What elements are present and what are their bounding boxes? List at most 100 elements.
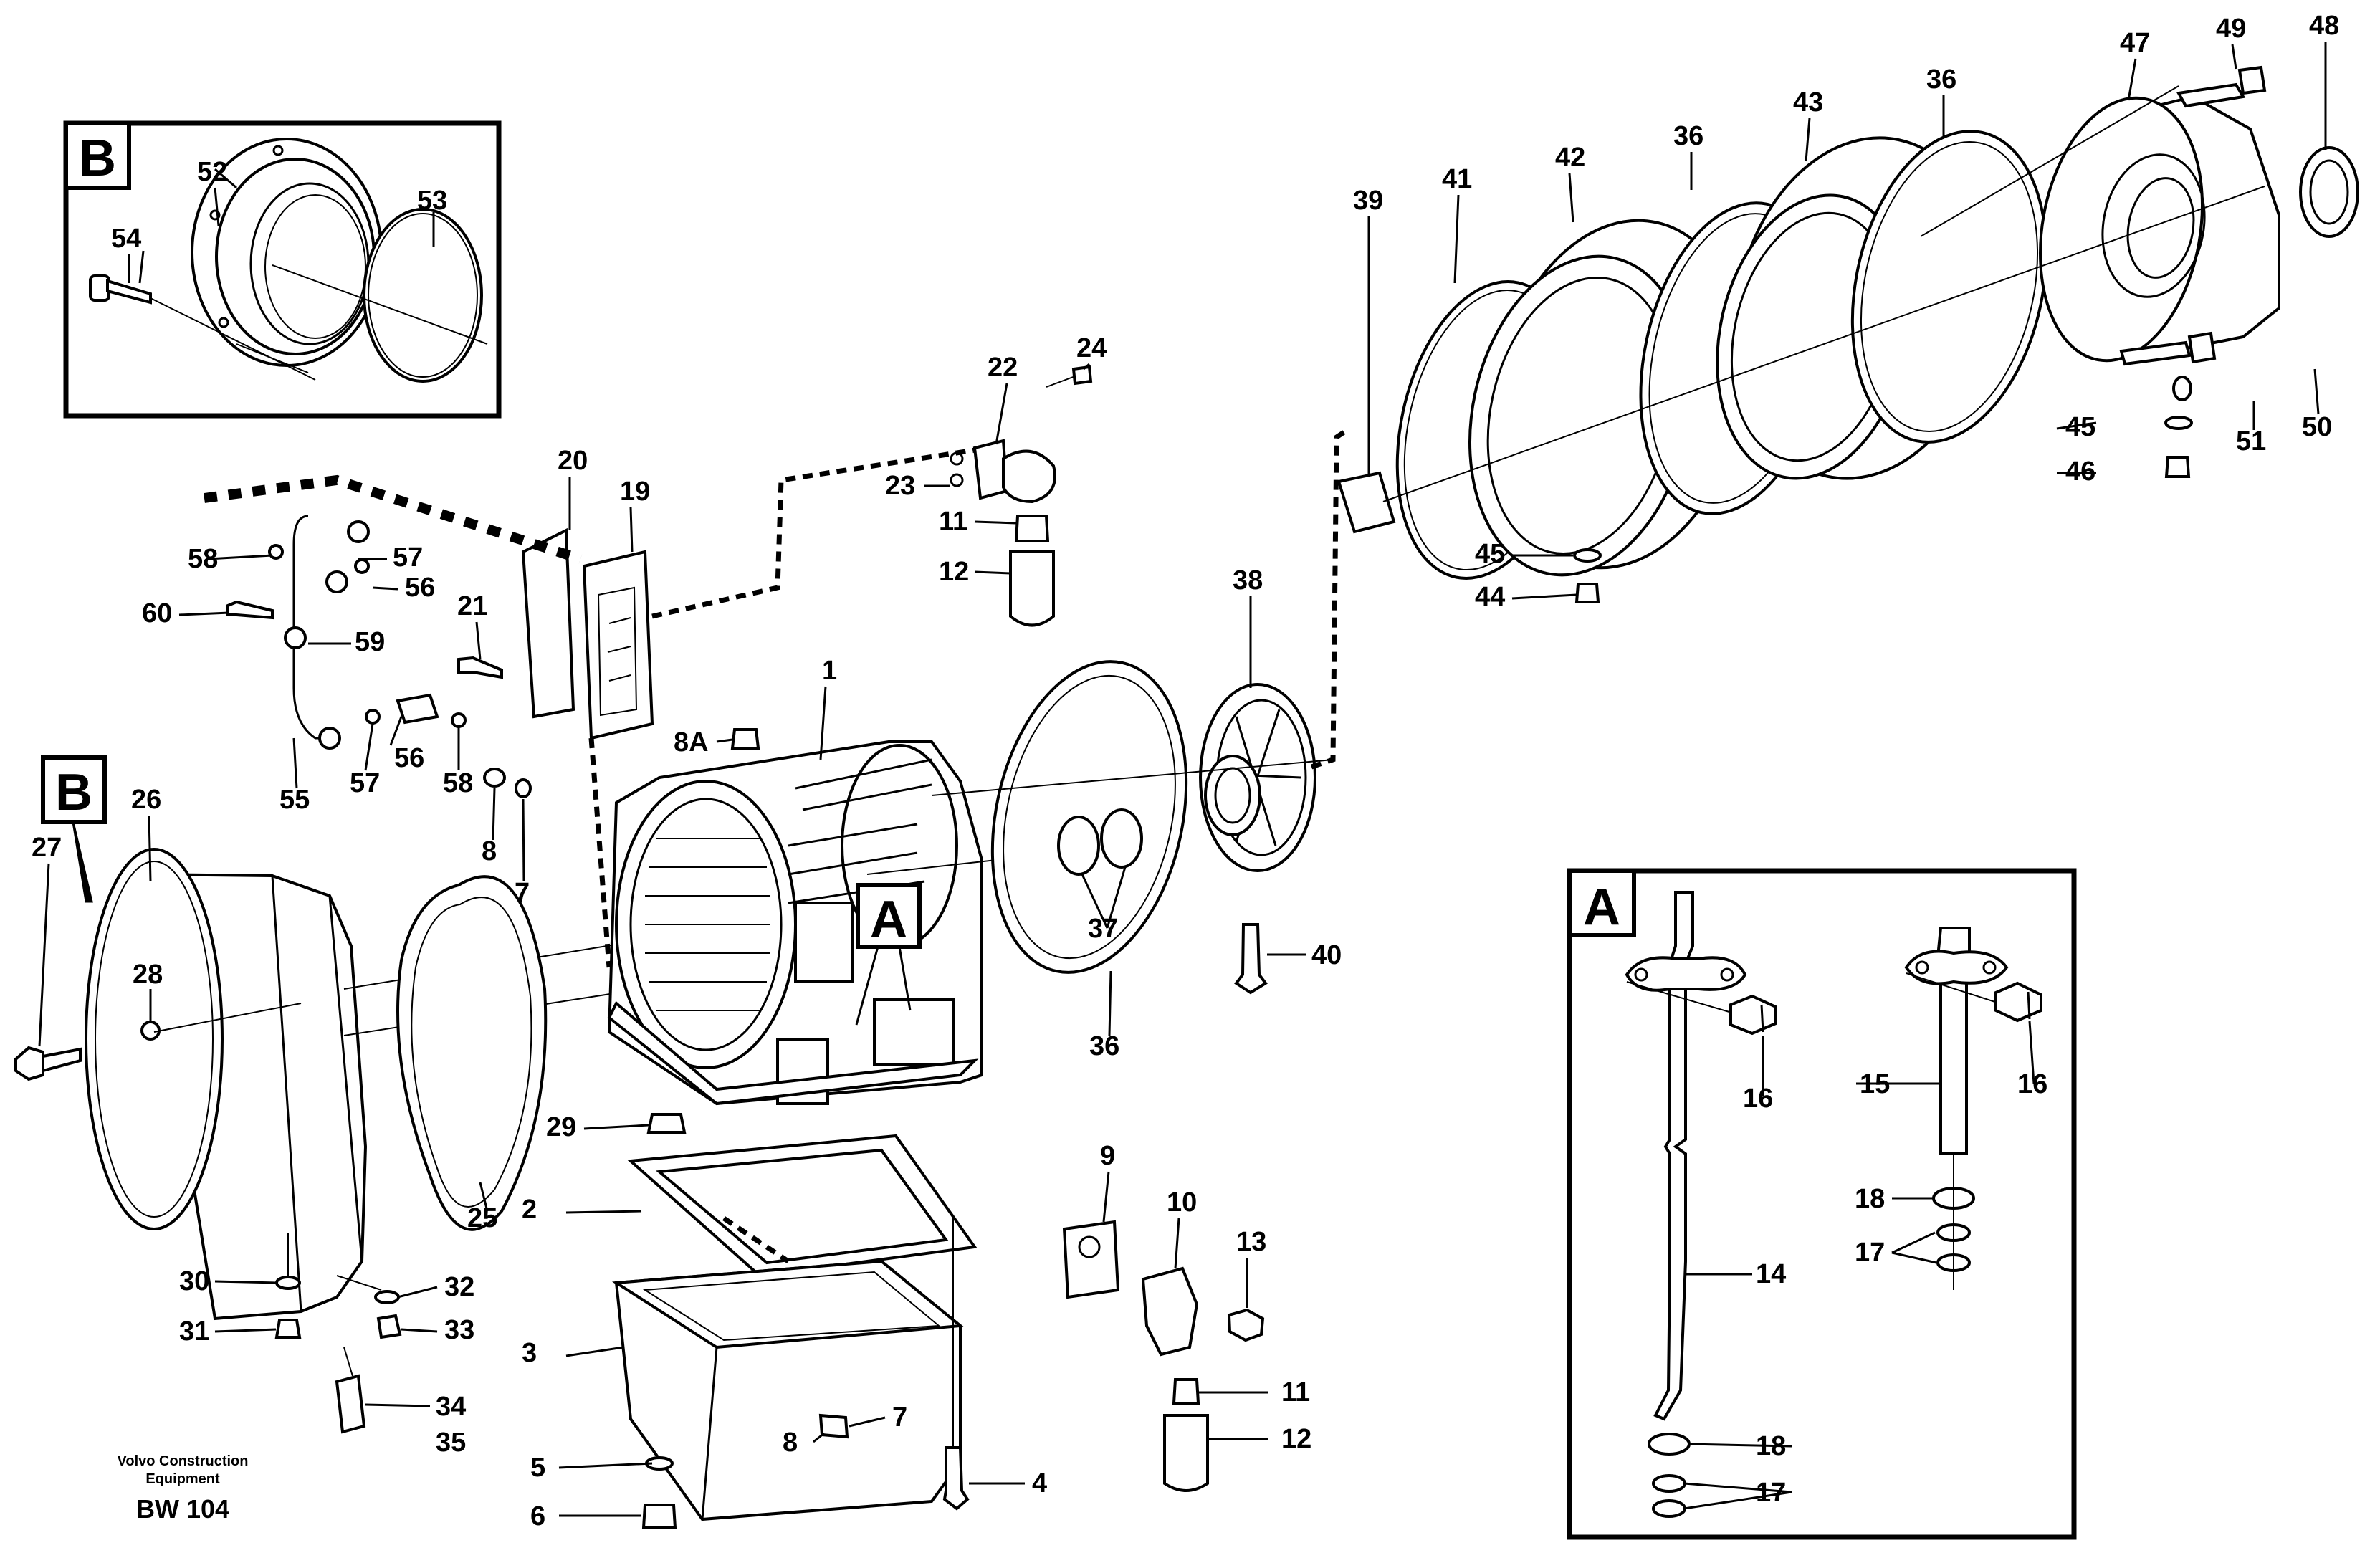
leader-line xyxy=(522,798,525,882)
callout-45: 45 xyxy=(2065,412,2095,442)
case-ribs xyxy=(645,838,770,1011)
oil-filter-part xyxy=(1009,550,1055,627)
leader-line xyxy=(397,1286,438,1299)
leader-line xyxy=(1891,1251,1937,1264)
callout-58: 58 xyxy=(443,768,473,798)
bolt-head-part xyxy=(2187,331,2217,364)
guide-dash xyxy=(588,737,612,968)
drain-hardware xyxy=(274,1233,402,1434)
filter-head-part xyxy=(1141,1266,1199,1357)
callout-32: 32 xyxy=(444,1272,474,1302)
leader-line xyxy=(716,738,733,743)
callout-10: 10 xyxy=(1167,1187,1197,1218)
leader-line xyxy=(558,1462,653,1469)
callout-11: 11 xyxy=(939,507,967,537)
o-ring-part xyxy=(363,208,483,383)
filter-head-part xyxy=(950,365,1093,504)
leader-line xyxy=(372,586,398,591)
callout-23: 23 xyxy=(885,471,915,501)
detail-a-callout: A xyxy=(855,883,922,1026)
leader-line xyxy=(1106,866,1127,929)
callout-14: 14 xyxy=(1756,1259,1786,1289)
pan-gasket-part xyxy=(627,1134,978,1278)
callout-54: 54 xyxy=(111,224,141,254)
leader-line xyxy=(1805,118,1811,162)
callout-42: 42 xyxy=(1555,143,1585,173)
leader-line xyxy=(401,1328,438,1333)
bolt-part xyxy=(2119,340,2192,366)
leader-line xyxy=(849,1416,886,1428)
callout-28: 28 xyxy=(133,960,163,990)
bolt-part xyxy=(89,274,316,381)
callout-51: 51 xyxy=(2236,426,2266,457)
bolt-part xyxy=(942,1446,970,1511)
callout-18: 18 xyxy=(1756,1431,1786,1461)
callout-4: 4 xyxy=(1032,1468,1047,1499)
leader-line xyxy=(1174,1218,1180,1269)
callout-43: 43 xyxy=(1793,87,1823,118)
detail-a-marker: A xyxy=(870,891,907,948)
detail-a-inset: A xyxy=(1567,868,2077,1540)
callout-7: 7 xyxy=(892,1402,907,1433)
leader-line xyxy=(565,1346,624,1357)
callout-36: 36 xyxy=(1926,64,1956,95)
oil-pipe-part xyxy=(226,515,467,750)
bolt-part xyxy=(1729,994,1777,1036)
callout-1: 1 xyxy=(822,656,837,686)
leader-line xyxy=(1568,173,1574,223)
callout-labels: 1 2 3 4 5 6 7 7 8 8 8A 9 10 11 11 12 12 … xyxy=(32,11,2339,1531)
callout-22: 22 xyxy=(988,353,1018,383)
callout-45: 45 xyxy=(1475,539,1505,569)
callout-11: 11 xyxy=(1281,1377,1310,1407)
leader-line xyxy=(214,1328,277,1333)
callout-52: 52 xyxy=(197,157,227,187)
callout-17: 17 xyxy=(1855,1238,1885,1268)
callout-18: 18 xyxy=(1855,1184,1885,1214)
callout-36: 36 xyxy=(1673,121,1703,151)
washer-part xyxy=(1652,1499,1686,1518)
callout-57: 57 xyxy=(350,768,380,798)
bolt-part xyxy=(14,1046,82,1081)
callout-3: 3 xyxy=(522,1338,537,1368)
leader-line xyxy=(1683,1482,1792,1493)
callout-8: 8 xyxy=(783,1428,798,1458)
callout-48: 48 xyxy=(2309,11,2339,41)
leader-line xyxy=(2313,368,2320,415)
callout-34: 34 xyxy=(436,1392,466,1422)
leader-line xyxy=(1511,593,1577,600)
plug-part xyxy=(483,768,506,788)
bolt-part xyxy=(2176,82,2246,108)
callout-46: 46 xyxy=(2065,457,2095,487)
callout-57: 57 xyxy=(393,542,423,573)
callout-47: 47 xyxy=(2120,28,2150,58)
detail-b-marker: B xyxy=(55,764,92,821)
centre-line xyxy=(1920,85,2179,237)
callout-60: 60 xyxy=(142,598,172,628)
callout-26: 26 xyxy=(131,785,161,815)
leader-line xyxy=(1102,1171,1110,1223)
leader-line xyxy=(995,383,1008,445)
gasket-part xyxy=(396,875,548,1231)
callout-37: 37 xyxy=(1088,914,1118,944)
bolt-part xyxy=(1234,923,1268,995)
leader-line xyxy=(479,1182,489,1212)
oil-pan-part xyxy=(611,1218,965,1521)
breather-part xyxy=(730,728,760,750)
transmission-case-part xyxy=(607,740,1126,1106)
detail-b-tag-box xyxy=(64,121,131,190)
callout-44: 44 xyxy=(1475,582,1505,612)
bushing-part xyxy=(1337,471,1396,534)
callout-8: 8 xyxy=(482,836,497,866)
oil-filter-part xyxy=(1163,1414,1209,1492)
dipstick-tube-short xyxy=(1904,927,2009,1155)
callout-58: 58 xyxy=(188,544,218,574)
filter-cover-part xyxy=(1062,1220,1120,1299)
centre-line xyxy=(1382,186,2265,502)
callout-31: 31 xyxy=(179,1316,209,1347)
callout-16: 16 xyxy=(2017,1069,2047,1099)
callout-21: 21 xyxy=(457,591,487,621)
drain-plug-part xyxy=(641,1504,677,1529)
bolt-part xyxy=(818,1413,849,1439)
leader-line xyxy=(974,570,1011,575)
